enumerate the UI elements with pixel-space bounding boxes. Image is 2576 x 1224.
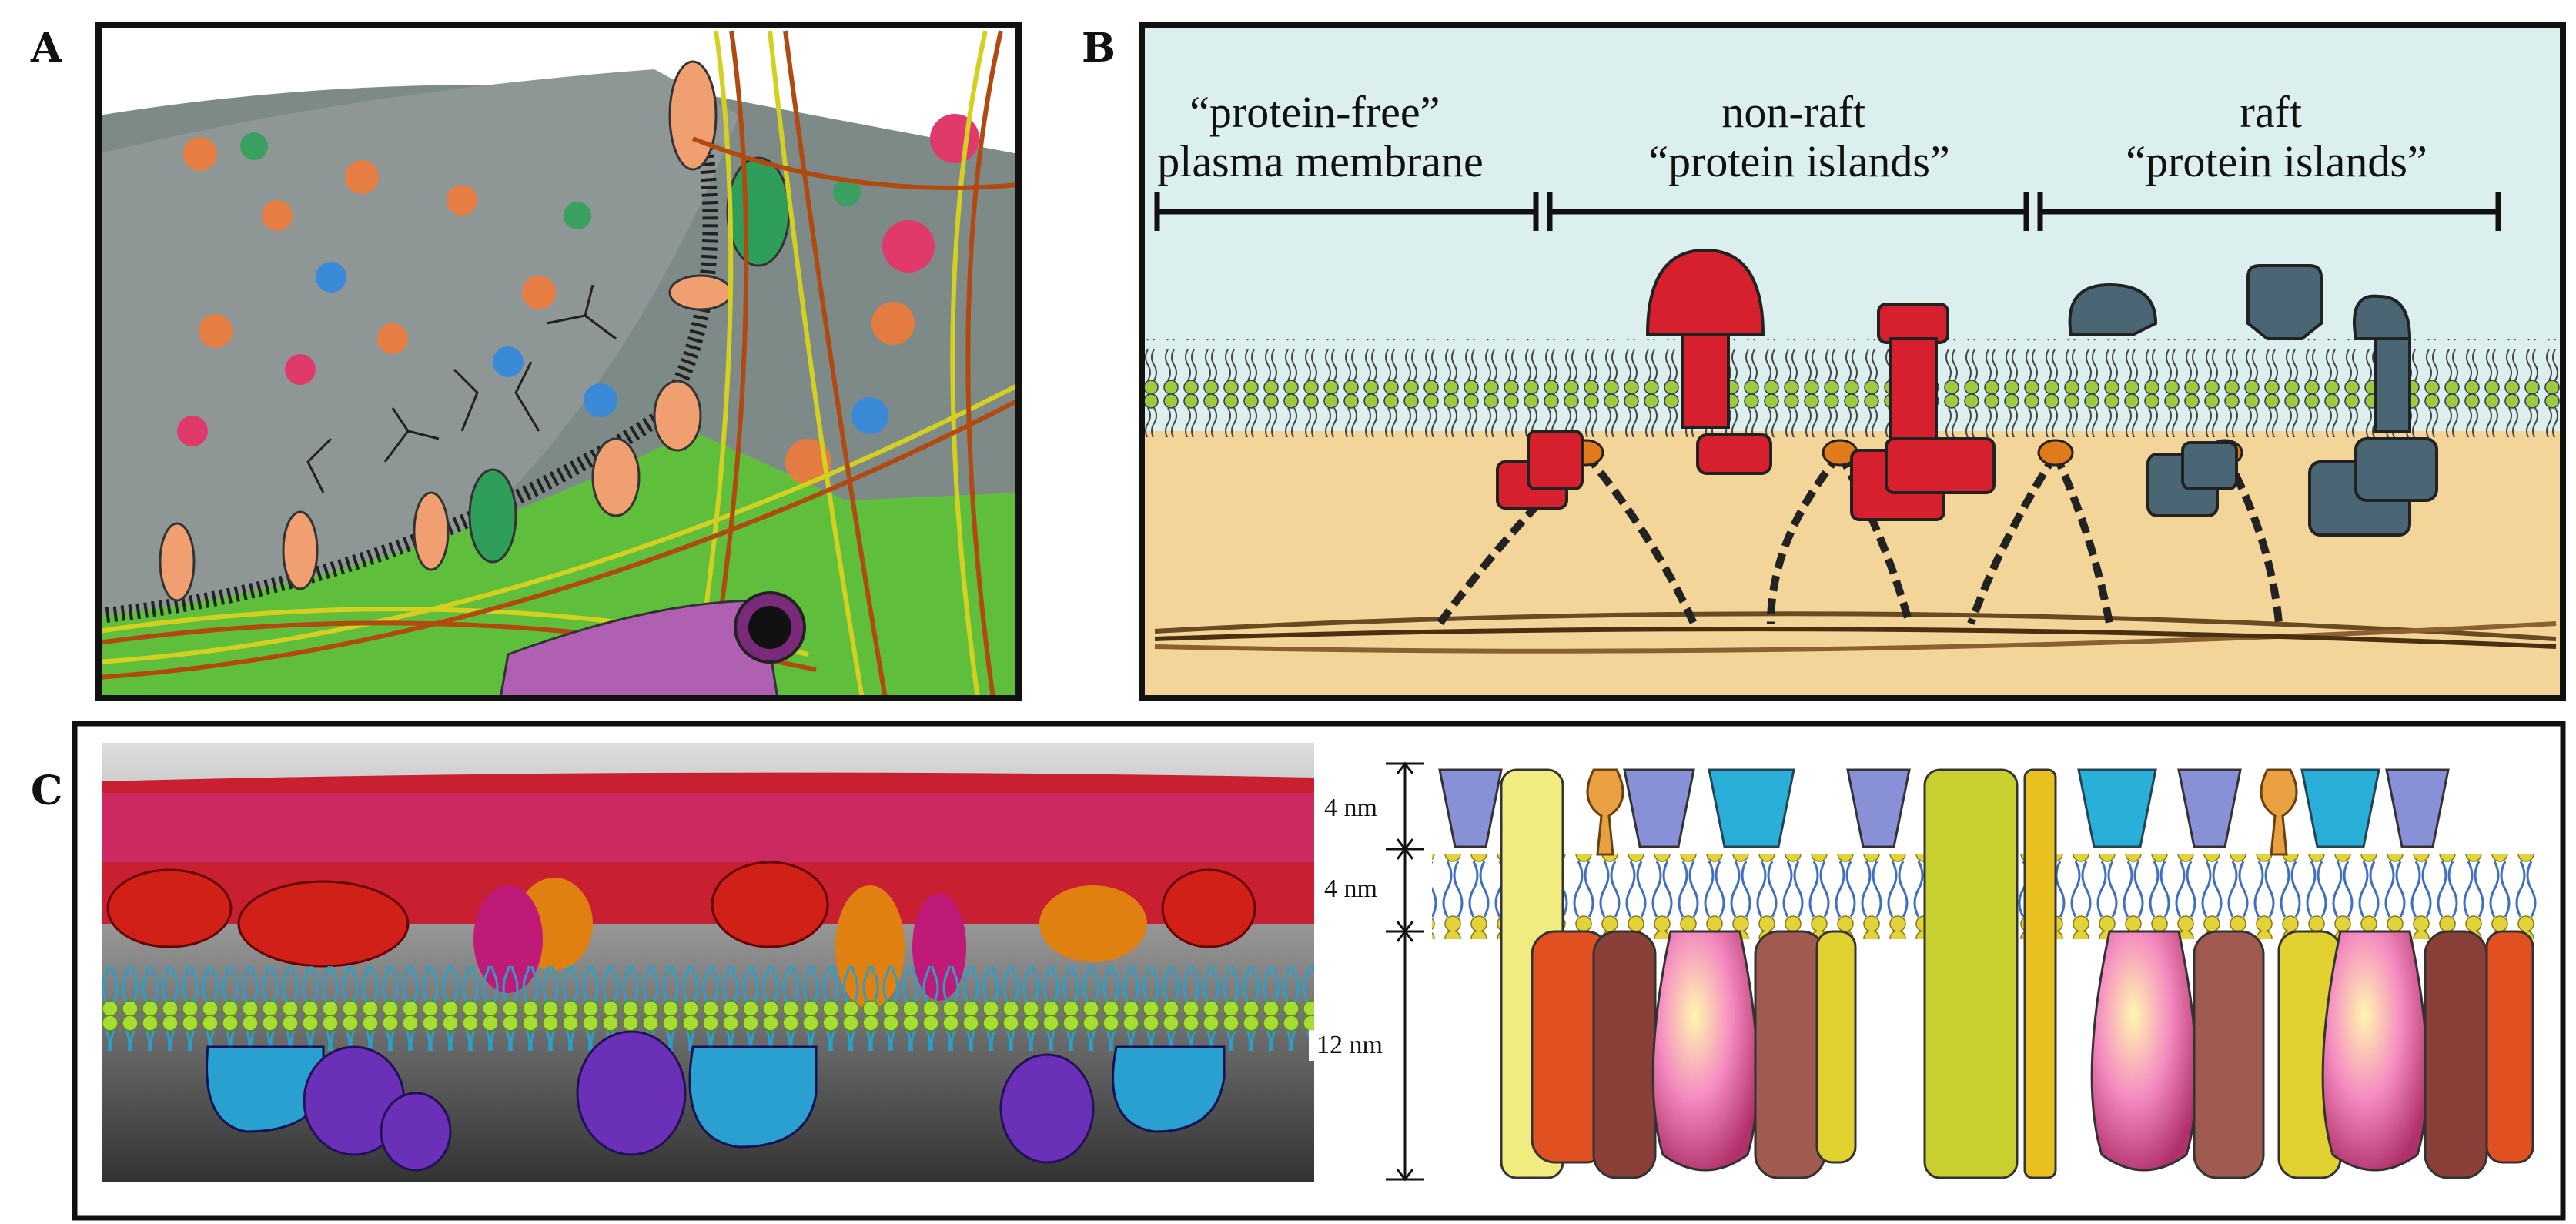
panel-b-frame	[1139, 22, 2566, 701]
dimension-label-bilayer: 4 nm	[1324, 875, 1377, 903]
region-brackets	[1154, 192, 2501, 231]
region-labels: “protein-free” plasma membrane non-raft …	[1157, 87, 2427, 186]
panel-b-label: B	[1082, 25, 1116, 72]
panel-a-frame	[95, 22, 1022, 701]
dimension-label-outer: 4 nm	[1324, 794, 1377, 822]
actin-cytoskeleton	[1154, 611, 2557, 654]
region-label-raft: raft “protein islands”	[2126, 87, 2427, 186]
panel-a-illustration	[97, 25, 1020, 700]
panel-a: A	[30, 22, 1022, 701]
panel-a-label: A	[30, 25, 62, 72]
panel-c-label: C	[31, 768, 62, 814]
non-raft-proteins	[1496, 248, 1996, 521]
raft-proteins	[2068, 264, 2438, 537]
membrane-side-view-model	[1432, 768, 2541, 1179]
dimension-label-inner: 12 nm	[1316, 1031, 1383, 1059]
dimension-scale	[1386, 761, 1424, 1182]
panel-c: C	[31, 721, 2566, 1221]
lipid-bilayer	[1142, 339, 2563, 437]
region-label-protein-free: “protein-free” plasma membrane	[1157, 87, 1484, 186]
membrane-3d-model	[102, 743, 1314, 1182]
panel-b: B “protein-free” plasma membrane non-raf…	[1082, 22, 2566, 701]
region-label-non-raft: non-raft “protein islands”	[1648, 87, 1949, 186]
